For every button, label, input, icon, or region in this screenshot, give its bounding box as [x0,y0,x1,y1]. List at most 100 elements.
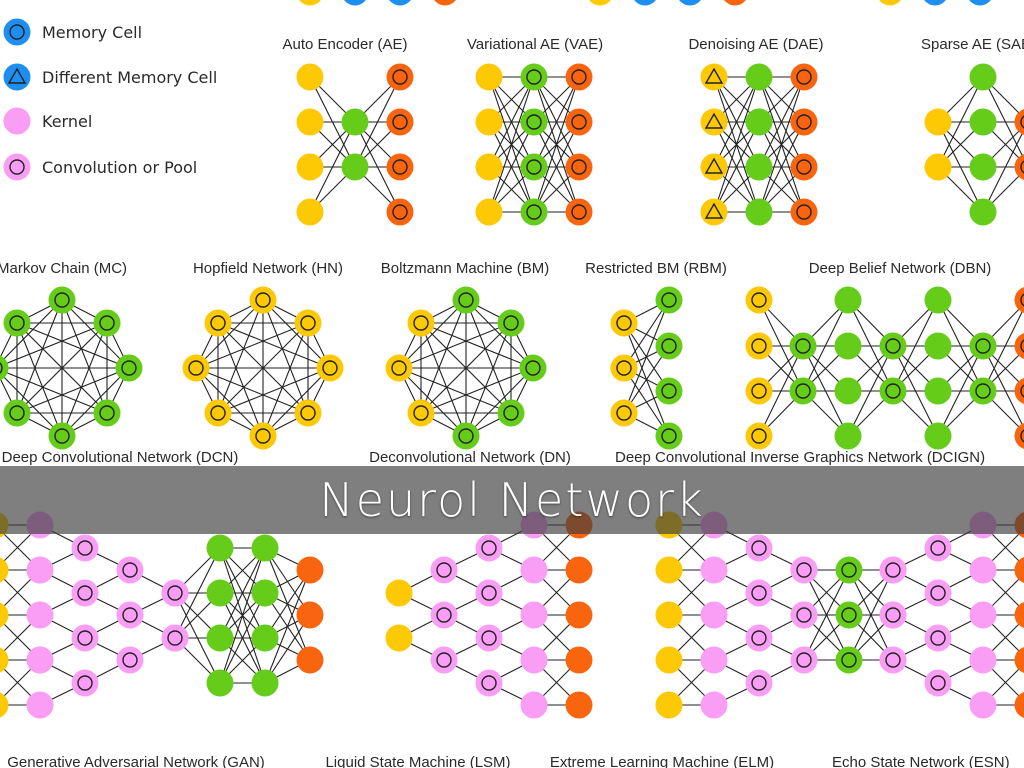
inner-circle-icon [322,360,338,376]
node [251,669,279,697]
inner-circle-icon [392,204,408,220]
inner-circle-icon [1020,384,1024,398]
node [26,646,54,674]
node [969,646,997,674]
node [0,355,9,381]
node [116,601,144,629]
inner-circle-icon [751,630,767,646]
node [610,354,638,382]
inner-circle-icon [526,114,542,130]
connection [0,372,63,437]
node [0,557,9,583]
inner-circle-icon [930,675,946,691]
inner-circle-icon [796,607,812,623]
node [251,534,279,562]
connection [217,322,309,414]
node [407,399,435,427]
inner-circle-icon [930,585,946,601]
node [745,422,773,450]
label-dcign: Deep Convolutional Inverse Graphics Netw… [615,449,985,466]
inner-circle-icon [503,405,519,421]
node [344,0,366,6]
node [389,0,411,6]
node [924,669,952,697]
inner-circle-icon [210,315,226,331]
inner-circle-icon [54,292,70,308]
node [316,354,344,382]
node [789,332,817,360]
node [434,0,456,6]
node [745,534,773,562]
node [296,556,324,584]
connection [420,322,512,414]
node [475,198,503,226]
node [700,153,728,181]
legend: Memory Cell Different Memory Cell Kernel… [42,23,217,177]
inner-circle-icon [526,69,542,85]
inner-triangle-icon [704,67,724,84]
node [790,63,818,91]
node [700,556,728,584]
node [969,63,997,91]
inner-triangle-icon [704,112,724,129]
inner-circle-icon [9,405,25,421]
node [1014,647,1024,673]
node [116,646,144,674]
label-vae: Variational AE (VAE) [467,36,603,53]
connection [488,76,535,168]
node [834,286,862,314]
node [475,669,503,697]
node [700,198,728,226]
node [565,556,593,584]
node [655,691,683,719]
node [879,556,907,584]
connection [892,299,939,392]
node [0,602,9,628]
inner-circle-icon [796,69,812,85]
inner-circle-icon [796,114,812,130]
inner-circle-icon [436,652,452,668]
label-mc: Markov Chain (MC) [0,260,127,277]
connection [219,592,266,684]
inner-circle-icon [9,315,25,331]
node [745,108,773,136]
inner-circle-icon [436,607,452,623]
node [679,0,701,6]
node [879,377,907,405]
node [497,309,525,337]
node [1014,557,1024,583]
node [700,601,728,629]
inner-circle-icon [751,675,767,691]
inner-circle-icon [1020,429,1024,443]
node [655,377,683,405]
node [835,646,863,674]
inner-circle-icon [930,630,946,646]
inner-circle-icon [751,540,767,556]
legend-kernel-icon [3,107,31,135]
node [48,422,76,450]
node [251,579,279,607]
inner-circle-icon [661,338,677,354]
connection [623,299,670,369]
node [700,691,728,719]
inner-circle-icon [796,562,812,578]
inner-circle-icon [77,675,93,691]
node [969,556,997,584]
node [790,153,818,181]
node [700,108,728,136]
connection [420,299,467,414]
node [296,108,324,136]
legend-different-memory-cell: Different Memory Cell [42,68,217,87]
node [249,422,277,450]
connection [982,306,1024,392]
connection [195,322,309,369]
inner-circle-icon [885,383,901,399]
connection [61,322,108,437]
inner-circle-icon [975,338,991,354]
node [386,63,414,91]
connection [802,299,849,392]
connection [195,367,264,437]
inner-circle-icon [391,360,407,376]
inner-circle-icon [571,159,587,175]
node [969,332,997,360]
